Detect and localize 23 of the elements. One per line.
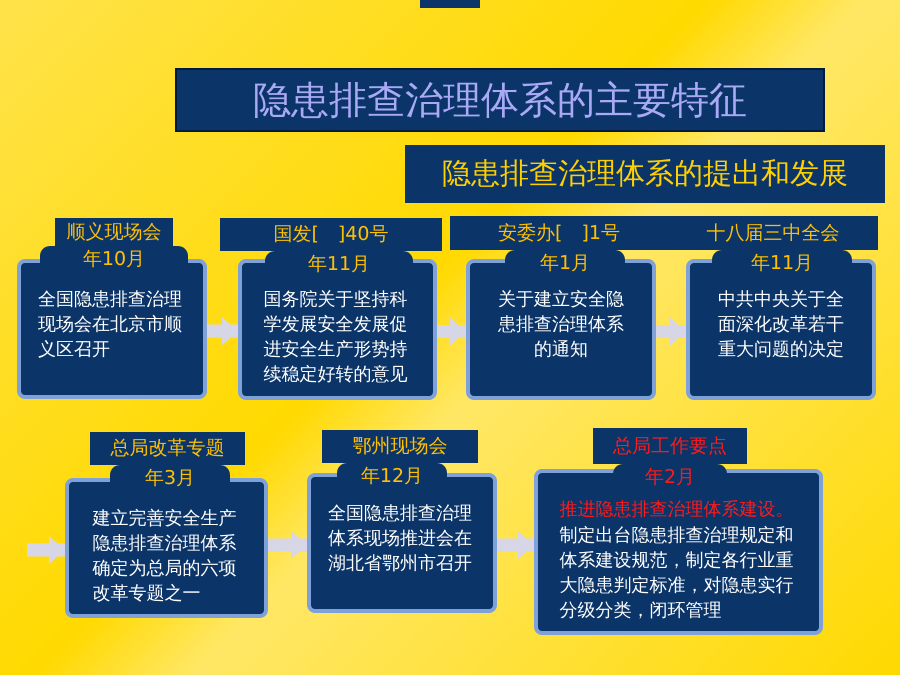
highlight-text: 推进隐患排查治理体系建设。 [560,498,794,522]
subtitle-banner: 隐患排查治理体系的提出和发展 [405,145,885,203]
heading-tab: 总局工作要点 [593,428,747,464]
arrow [268,531,307,559]
heading-tab: 安委办[ ]1号 [450,216,668,250]
body-text: 制定出台隐患排查治理规定和体系建设规范，制定各行业重大隐患判定标准，对隐患实行分级分类，闭环管理 [560,524,794,623]
title: 隐患排查治理体系的主要特征 [175,68,825,132]
arrow [437,318,466,346]
heading-tab: 十八届三中全会 [668,216,878,250]
body-text: 国务院关于坚持科学发展安全发展促进安全生产形势持续稳定好转的意见 [264,288,408,387]
body-text: 建立完善安全生产隐患排查治理体系确定为总局的六项改革专题之一 [92,507,238,606]
arrow [497,531,534,559]
heading-tab: 总局改革专题 [90,432,245,465]
heading-tab: 顺义现场会 [55,218,173,246]
body-text: 关于建立安全隐患排查治理体系的通知 [497,288,625,362]
body-text: 中共中央关于全面深化改革若干重大问题的决定 [717,288,845,362]
heading-tab: 国发[ ]40号 [220,218,442,251]
arrow [656,318,686,346]
body-text: 全国隐患排查治理体系现场推进会在湖北省鄂州市召开 [328,502,473,576]
arrow [27,536,65,564]
body-text: 全国隐患排查治理现场会在北京市顺义区召开 [38,288,183,362]
arrow [207,317,238,345]
heading-tab: 鄂州现场会 [322,430,478,463]
